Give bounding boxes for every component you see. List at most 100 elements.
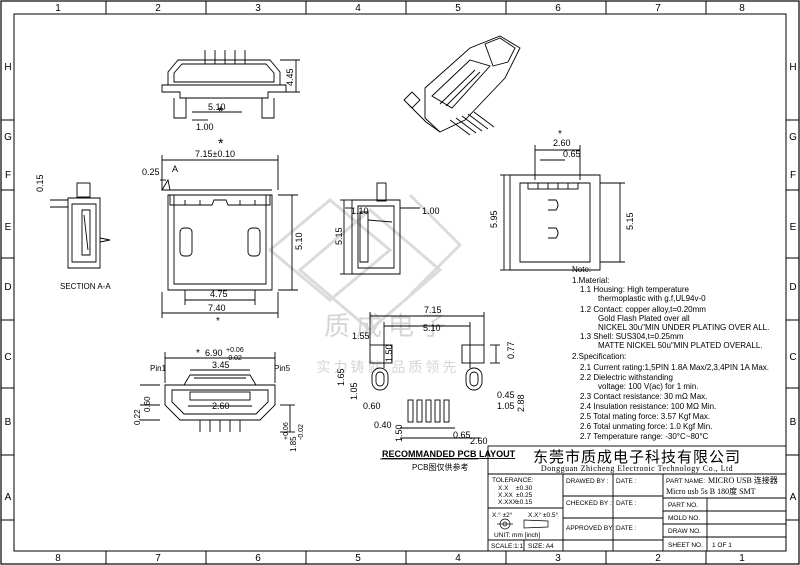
col-label: 8 xyxy=(739,3,745,14)
note-line: voltage: 100 V(ac) for 1 min. xyxy=(598,382,699,391)
col-label: 5 xyxy=(355,553,361,564)
dim-label: 1.50 xyxy=(394,424,404,442)
col-label: 3 xyxy=(555,553,561,564)
size-label: SIZE: A4 xyxy=(528,543,554,550)
sheet-value: 1 OF 1 xyxy=(712,542,732,549)
row-label: D xyxy=(4,282,11,293)
col-label: 4 xyxy=(455,553,461,564)
col-label: 2 xyxy=(655,553,661,564)
row-label: H xyxy=(4,62,11,73)
dim-label: 1.05 xyxy=(497,401,515,411)
col-label: 7 xyxy=(655,3,661,14)
dim-label: 1.10 xyxy=(351,206,369,216)
dim-label: 0.22 xyxy=(133,409,142,425)
dim-label: -0.02 xyxy=(298,424,305,440)
row-label: D xyxy=(789,282,796,293)
dim-label: 7.40 xyxy=(208,303,226,313)
tol-key: X.XX xyxy=(498,492,513,499)
dim-label: 0.45 xyxy=(497,390,515,400)
tol-key: X.XXX xyxy=(498,499,518,506)
col-label: 6 xyxy=(555,3,561,14)
dim-label: 3.45 xyxy=(212,360,230,370)
note-line: 2.5 Total mating force: 3.57 Kgf Max. xyxy=(580,412,710,421)
rear-view xyxy=(500,145,625,271)
date-label: DATE : xyxy=(616,525,637,532)
dim-label: 6.90 xyxy=(205,348,223,358)
sheet-no-label: SHEET NO. xyxy=(668,542,703,549)
col-label: 1 xyxy=(55,3,61,14)
dim-label: 0.65 xyxy=(453,430,471,440)
drawed-by-label: DRAWED BY : xyxy=(566,478,609,485)
dim-label: 2.60 xyxy=(553,138,571,148)
note-line: 1.1 Housing: High temperature xyxy=(580,285,690,294)
col-label: 8 xyxy=(55,553,61,564)
dim-label: 5.10 xyxy=(423,323,441,333)
row-label: C xyxy=(789,352,796,363)
col-label: 6 xyxy=(255,553,261,564)
unit-label: UNIT: mm [inch] xyxy=(494,532,540,539)
isometric-view xyxy=(403,35,521,136)
dim-label: 1.50 xyxy=(384,344,394,362)
draw-no-label: DRAW NO. xyxy=(668,528,701,535)
col-label: 7 xyxy=(155,553,161,564)
dim-label: 1.00 xyxy=(196,122,214,132)
row-label: H xyxy=(789,62,796,73)
border-labels: 1 2 3 4 5 6 7 8 8 7 6 5 4 3 2 1 H G F E … xyxy=(4,3,797,564)
row-label: B xyxy=(5,417,12,428)
col-label: 2 xyxy=(155,3,161,14)
note-line: 2.Specification: xyxy=(572,352,626,361)
row-label: A xyxy=(5,492,12,503)
note-line: 1.2 Contact: copper alloy,t=0.20mm xyxy=(580,305,706,314)
star-mark: * xyxy=(558,129,562,140)
notes-heading: Note: xyxy=(572,265,591,274)
side-view xyxy=(340,182,420,275)
row-label: B xyxy=(790,417,797,428)
note-line: MATTE NICKEL 50u"MIN PLATED OVERALL. xyxy=(598,341,763,350)
note-line: 2.1 Current rating:1,5PIN 1.8A Max/2,3,4… xyxy=(580,363,769,372)
note-line: NICKEL 30u"MIN UNDER PLATING OVER ALL. xyxy=(598,323,769,332)
dim-label: -0.02 xyxy=(226,355,242,362)
star-mark: * xyxy=(196,348,200,359)
dim-label: 5.95 xyxy=(489,210,499,228)
dim-label: 1.05 xyxy=(349,382,359,400)
dim-label: 0.15 xyxy=(35,174,45,192)
projection-symbol-icon xyxy=(497,518,549,530)
note-line: 1.Material: xyxy=(572,276,609,285)
section-marker: A xyxy=(172,164,178,174)
note-line: 2.4 Insulation resistance: 100 MΩ Min. xyxy=(580,402,716,411)
star-mark: * xyxy=(218,103,224,119)
section-view xyxy=(50,182,111,269)
note-line: 2.3 Contact resistance: 30 mΩ Max. xyxy=(580,392,707,401)
note-line: 1.3 Shell: SUS304,t=0.25mm xyxy=(580,332,684,341)
star-mark: * xyxy=(218,135,224,151)
col-label: 3 xyxy=(255,3,261,14)
approved-by-label: APPROVED BY : xyxy=(566,525,616,532)
dim-label: +0.06 xyxy=(283,422,290,440)
tol-angle: X.X° ±0.5° xyxy=(528,511,558,519)
note-line: 2.7 Temperature range: -30°C~80°C xyxy=(580,432,709,441)
row-label: E xyxy=(790,222,797,233)
dim-label: 1.55 xyxy=(352,331,370,341)
date-label: DATE : xyxy=(616,478,637,485)
dim-label: 2.88 xyxy=(516,394,526,412)
tol-val: ±0.25 xyxy=(516,492,533,499)
mold-no-label: MOLD NO. xyxy=(668,515,700,522)
star-mark: * xyxy=(216,316,220,327)
row-label: C xyxy=(4,352,11,363)
watermark-sub: 实力铸就 品质领先 xyxy=(317,359,460,375)
section-label: SECTION A-A xyxy=(60,282,111,291)
dim-label: 0.60 xyxy=(143,396,152,412)
part-name-label: PART NAME: xyxy=(666,478,705,485)
dim-label: 5.15 xyxy=(334,227,344,245)
notes: Note: 1.Material: 1.1 Housing: High temp… xyxy=(572,265,769,441)
tol-angle: X.° ±2° xyxy=(492,511,513,519)
row-label: A xyxy=(790,492,797,503)
dim-label: 0.77 xyxy=(506,341,516,359)
part-description: Micro usb 5s B 180度 SMT xyxy=(666,486,756,496)
watermark: 质成电子 实力铸就 品质领先 xyxy=(267,193,463,375)
dim-label: 1.00 xyxy=(422,206,440,216)
company-name-en: Dongguan Zhicheng Electronic Technology … xyxy=(541,464,733,473)
dim-label: 0.60 xyxy=(363,401,381,411)
